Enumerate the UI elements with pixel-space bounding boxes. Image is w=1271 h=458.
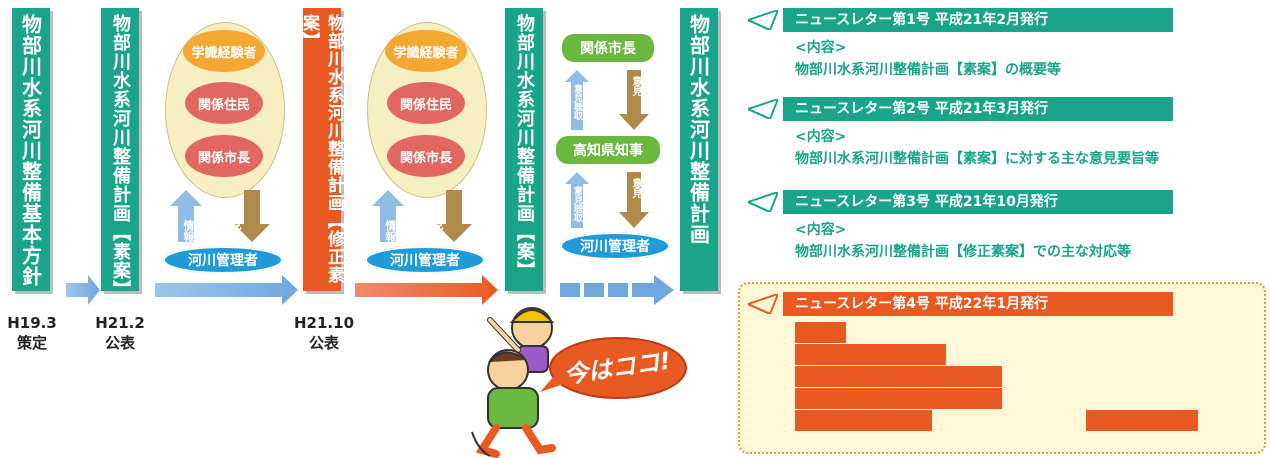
date-h21-2: H21.2 公表 [95, 314, 145, 352]
flow-arrows [66, 275, 674, 305]
hearing-arrows-top [565, 70, 649, 130]
river-manager-2: 河川管理者 [365, 246, 485, 274]
opinion-label-2: 意見 [431, 208, 444, 230]
river-manager-1: 河川管理者 [163, 246, 283, 274]
arrow-2 [155, 275, 298, 305]
mayors-circle-2: 関係市長 [387, 135, 465, 177]
experts-circle-2: 学識経験者 [385, 30, 467, 72]
arrow-1 [66, 275, 100, 305]
stage-plan-case: 物部川水系河川整備計画【案】 [505, 8, 543, 291]
mayors-circle-1: 関係市長 [185, 135, 263, 177]
arrow-4-seg-2 [584, 283, 604, 297]
governor-box: 高知県知事 [556, 136, 660, 164]
opinion-label-bottom: 意見 [630, 178, 641, 198]
newsletter-2-line-1: 物部川水系河川整備計画【素案】に対する主な意見要旨等 [795, 151, 1159, 167]
newsletter-4-suffix: での主な意見要旨 [1086, 410, 1198, 431]
newsletter-2-title: ニュースレター第2号 平成21年3月発行 [783, 97, 1173, 121]
newsletter-4-line-1: ◆物部川流域学識者会議 [795, 344, 946, 365]
river-manager-3: 河川管理者 [560, 232, 670, 260]
newsletter-4-line-2: ◆物部川流域住民の意見を聴く会 [795, 366, 1002, 387]
opinion-label-top: 意見 [630, 76, 641, 96]
hearing-label-bottom: 意見聴取 [572, 186, 582, 222]
stage-final-plan: 物部川水系河川整備計画 [680, 8, 718, 291]
arrow-4-seg-3 [608, 283, 628, 297]
info-label-1: 情報 [182, 220, 195, 242]
info-opinion-arrows-2 [372, 190, 472, 242]
hearing-label-top: 意見聴取 [572, 84, 582, 120]
newsletter-3-line-1: 物部川水系河川整備計画【修正素案】での主な対応等 [795, 244, 1131, 260]
newsletter-3-title: ニュースレター第3号 平成21年10月発行 [783, 190, 1173, 214]
stage-basic-policy: 物部川水系河川整備基本方針 [12, 8, 50, 291]
arrow-4-head [654, 275, 674, 305]
info-opinion-arrows-1 [170, 190, 270, 242]
newsletter-4-title: ニュースレター第4号 平成22年1月発行 [783, 292, 1173, 316]
date-h21-10: H21.10 公表 [294, 314, 354, 352]
newsletter-4-line-4: ◆パブリックコメント [795, 410, 932, 431]
date-h19: H19.3 策定 [7, 314, 57, 352]
residents-circle-1: 関係住民 [185, 82, 263, 124]
arrow-3 [355, 275, 498, 305]
mascot-illustration [471, 307, 556, 458]
newsletter-3-content-label: <内容> [795, 222, 847, 238]
newsletter-4-content-label: <内容> [795, 322, 847, 343]
paper-plane-icon-4 [748, 294, 778, 314]
opinion-label-1: 意見 [229, 208, 242, 230]
paper-plane-icon-2 [748, 99, 778, 119]
newsletter-2-content-label: <内容> [795, 129, 847, 145]
mayors-box-3: 関係市長 [562, 34, 654, 62]
newsletter-4-line-3: ◆物部川関係市長の意見を聴く会 [795, 388, 1002, 409]
residents-circle-2: 関係住民 [387, 82, 465, 124]
experts-circle-1: 学識経験者 [183, 30, 265, 72]
newsletter-1-title: ニュースレター第1号 平成21年2月発行 [783, 8, 1173, 32]
newsletter-1-content-label: <内容> [795, 40, 847, 56]
newsletter-1-line-1: 物部川水系河川整備計画【素案】の概要等 [795, 62, 1061, 78]
stage-revised-draft: 物部川水系河川整備計画【修正素案】 [299, 8, 344, 291]
callout-bubble [540, 337, 687, 399]
hearing-arrows-bottom [565, 172, 649, 228]
info-label-2: 情報 [384, 220, 397, 242]
stage-draft-plan: 物部川水系河川整備計画【素案】 [101, 8, 139, 299]
arrow-4-seg-1 [560, 283, 580, 297]
paper-plane-icon-1 [748, 10, 778, 30]
arrow-4-seg-4 [632, 283, 654, 297]
paper-plane-icon-3 [748, 192, 778, 212]
